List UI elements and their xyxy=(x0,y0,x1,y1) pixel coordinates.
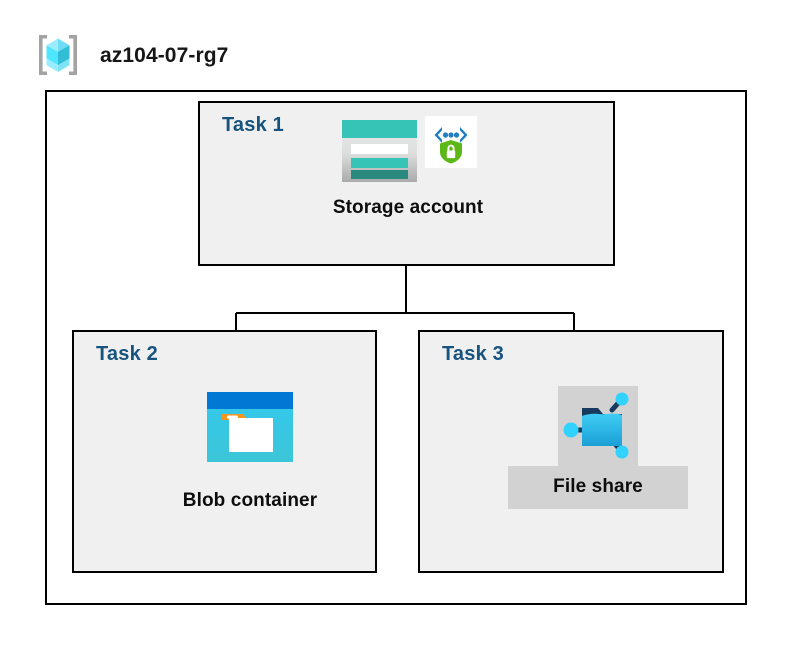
file-share-icon xyxy=(563,392,629,459)
file-share-caption: File share xyxy=(553,476,643,497)
resource-group-name: az104-07-rg7 xyxy=(100,43,229,67)
task-1-box: Task 1 xyxy=(198,101,615,266)
storage-account-icon-row xyxy=(340,116,477,184)
blob-container-icon xyxy=(207,392,293,462)
task-1-label: Task 1 xyxy=(222,114,284,136)
secure-endpoint-shield-icon xyxy=(424,116,477,168)
task-3-label: Task 3 xyxy=(442,343,504,365)
blob-container-node[interactable]: Blob container xyxy=(155,388,345,510)
storage-account-node[interactable]: Storage account xyxy=(333,116,483,217)
file-share-icon-plate xyxy=(558,386,638,466)
blob-container-caption: Blob container xyxy=(182,490,318,511)
task-2-label: Task 2 xyxy=(96,343,158,365)
storage-account-icon xyxy=(341,120,417,182)
resource-group-header: az104-07-rg7 xyxy=(30,27,228,83)
resource-group-cube-icon xyxy=(39,35,77,75)
file-share-caption-plate: File share xyxy=(508,466,688,509)
file-share-node[interactable]: File share xyxy=(508,386,688,509)
storage-account-caption: Storage account xyxy=(332,197,484,218)
